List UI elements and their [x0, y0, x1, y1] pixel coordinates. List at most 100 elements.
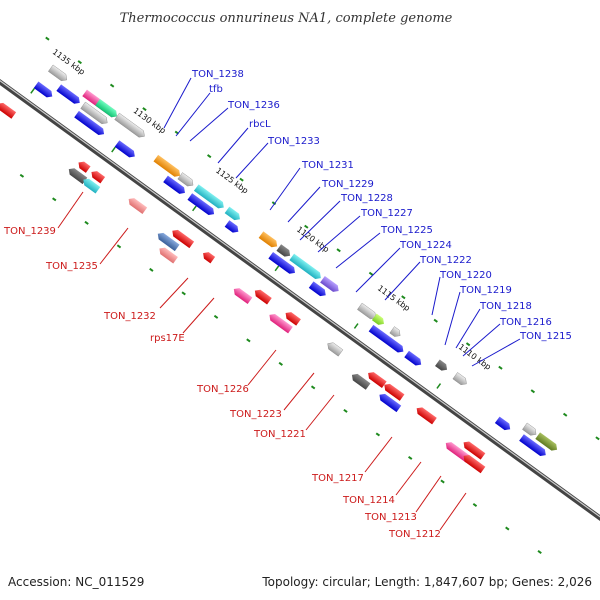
gene-block-rev-13 [463, 441, 486, 460]
bottom-leader-lines [57, 191, 467, 531]
gene-label-TON_1233: TON_1233 [267, 136, 320, 147]
gene-block-rev-2 [78, 161, 91, 173]
gene-label-TON_1224: TON_1224 [399, 240, 452, 251]
gene-label-rps17E: rps17E [150, 333, 185, 344]
gene-block-rev-23 [463, 455, 486, 474]
gene-label-TON_1219: TON_1219 [459, 285, 512, 296]
gene-block-fwd-26 [435, 359, 448, 371]
gene-label-TON_1228: TON_1228 [340, 193, 393, 204]
gene-block-rev-6 [203, 252, 216, 264]
gene-label-TON_1238: TON_1238 [191, 69, 244, 80]
gene-block-fwd-16 [177, 172, 194, 187]
gene-block-rev-21 [379, 393, 402, 413]
kbp-label-1125: 1125 kbp [214, 166, 250, 195]
forward-genes-row1 [33, 81, 546, 456]
gene-label-TON_1232: TON_1232 [103, 311, 156, 322]
gene-block-fwd-10 [404, 350, 422, 366]
gene-label-TON_1215: TON_1215 [519, 331, 572, 342]
gene-block-fwd-30 [48, 64, 68, 82]
gene-label-TON_1225: TON_1225 [380, 225, 433, 236]
gene-block-fwd-33 [114, 112, 145, 138]
gene-block-fwd-12 [519, 434, 546, 456]
gene-block-rev-11 [384, 383, 405, 401]
gene-label-TON_1218: TON_1218 [479, 301, 532, 312]
reverse-genes-row1 [0, 102, 486, 460]
reverse-genes-row2 [68, 168, 486, 474]
tick-row-bottom-outer [19, 173, 542, 554]
gene-block-fwd-1 [33, 81, 53, 98]
gene-label-TON_1236: TON_1236 [227, 100, 280, 111]
gene-block-rev-3 [91, 171, 106, 184]
gene-block-rev-8 [285, 312, 301, 326]
gene-block-fwd-32 [95, 99, 117, 118]
gene-label-TON_1217: TON_1217 [311, 473, 364, 484]
gene-block-fwd-15 [153, 154, 181, 177]
gene-label-tfb: tfb [209, 84, 223, 95]
gene-block-rev-1 [0, 102, 17, 119]
gene-block-fwd-5 [187, 193, 215, 215]
top-gene-labels: TON_1238 tfb TON_1236 rbcL TON_1233 TON_… [191, 69, 572, 342]
gene-label-TON_1216: TON_1216 [499, 317, 552, 328]
gene-block-rev-7 [254, 289, 272, 305]
gene-label-TON_1235: TON_1235 [45, 261, 98, 272]
gene-block-rev-18 [233, 288, 253, 304]
gene-block-fwd-2 [74, 110, 105, 136]
accession-text: Accession: NC_011529 [8, 575, 144, 589]
gene-block-rev-9 [327, 342, 344, 357]
gene-label-rbcL: rbcL [249, 119, 271, 130]
gene-block-rev-15 [83, 178, 101, 194]
gene-label-TON_1239: TON_1239 [3, 226, 56, 237]
gene-block-fwd-29 [535, 432, 558, 451]
kbp-label-1115: 1115 kbp [376, 284, 412, 313]
top-leader-lines [163, 77, 521, 367]
gene-block-fwd-13 [56, 84, 80, 104]
gene-block-fwd-7 [268, 252, 295, 274]
forward-genes-row2 [56, 84, 558, 451]
gene-label-TON_1220: TON_1220 [439, 270, 492, 281]
gene-block-fwd-3 [114, 140, 135, 158]
gene-block-rev-17 [159, 247, 178, 264]
gene-label-TON_1221: TON_1221 [253, 429, 306, 440]
gene-label-TON_1227: TON_1227 [360, 208, 413, 219]
gene-block-fwd-18 [224, 206, 240, 221]
map-title: Thermococcus onnurineus NA1, complete ge… [120, 11, 453, 26]
gene-block-fwd-19 [258, 231, 278, 248]
gene-block-fwd-21 [289, 253, 321, 279]
gene-label-TON_1231: TON_1231 [301, 160, 354, 171]
gene-label-TON_1213: TON_1213 [364, 512, 417, 523]
bottom-gene-labels: TON_1239 TON_1235 TON_1232 rps17E TON_12… [3, 226, 441, 540]
forward-genes-row3 [48, 64, 145, 138]
gene-label-TON_1214: TON_1214 [342, 495, 395, 506]
tick-row-top-outer [45, 36, 600, 441]
gene-label-TON_1212: TON_1212 [388, 529, 441, 540]
gene-block-fwd-8 [308, 281, 326, 297]
gene-block-fwd-25 [389, 326, 401, 337]
gene-block-rev-19 [269, 313, 293, 334]
kbp-tick-marks [30, 88, 442, 389]
gene-label-TON_1229: TON_1229 [321, 179, 374, 190]
gene-label-TON_1222: TON_1222 [419, 255, 472, 266]
gene-block-rev-14 [68, 168, 88, 185]
gene-block-fwd-6 [224, 220, 239, 233]
gene-label-TON_1226: TON_1226 [196, 384, 249, 395]
gene-block-rev-4 [128, 198, 148, 214]
gene-block-rev-20 [351, 373, 371, 390]
gene-block-fwd-27 [452, 372, 467, 385]
gene-block-fwd-17 [193, 184, 224, 209]
gene-label-TON_1223: TON_1223 [229, 409, 282, 420]
gene-block-fwd-4 [163, 175, 185, 194]
gene-block-fwd-28 [522, 422, 537, 436]
gene-block-rev-10 [368, 372, 387, 388]
gene-block-rev-12 [416, 407, 437, 425]
genome-backbone-highlight [0, 51, 600, 547]
gene-block-fwd-11 [494, 416, 511, 431]
gene-block-fwd-14 [80, 101, 108, 125]
genome-backbone [0, 51, 600, 549]
genome-summary-text: Topology: circular; Length: 1,847,607 bp… [261, 575, 592, 589]
gene-block-fwd-9 [368, 324, 404, 353]
gene-block-rev-16 [157, 232, 180, 252]
gene-block-fwd-20 [276, 244, 291, 257]
gene-block-fwd-24 [371, 313, 384, 325]
gene-block-fwd-22 [320, 276, 339, 292]
